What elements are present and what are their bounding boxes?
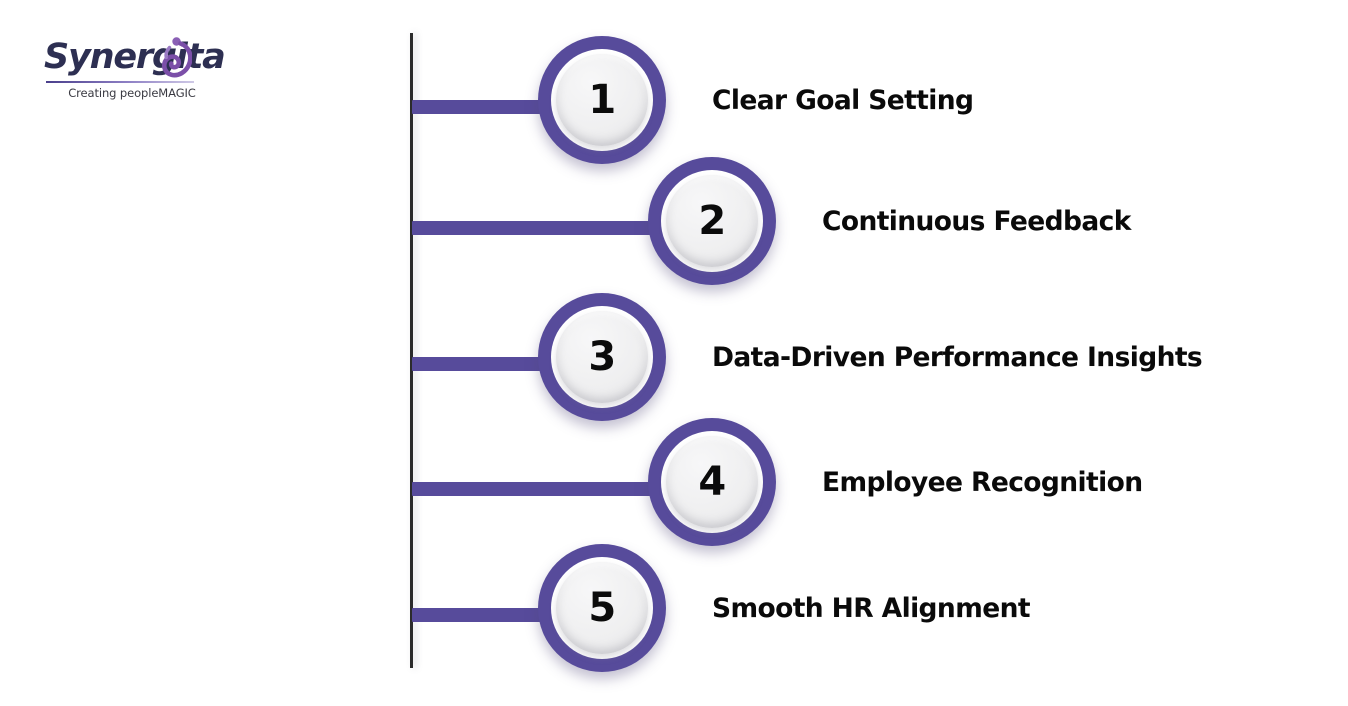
- step-number-text: 5: [588, 585, 616, 631]
- step-number-badge[interactable]: 5: [538, 544, 666, 672]
- brand-wordmark: Synergita: [44, 37, 226, 77]
- step-label: Employee Recognition: [822, 466, 1143, 498]
- timeline-step: 5 Smooth HR Alignment: [0, 540, 1348, 690]
- timeline-step: 1 Clear Goal Setting: [0, 32, 1348, 182]
- brand-logo: Synergita Creating peopleMAGIC: [44, 36, 226, 102]
- step-number-badge[interactable]: 2: [648, 157, 776, 285]
- timeline-step: 3 Data-Driven Performance Insights: [0, 289, 1348, 439]
- step-connector-bar: [412, 357, 546, 371]
- step-badge-inner-disc: 3: [556, 311, 648, 403]
- step-badge-ring-gap: 2: [661, 170, 763, 272]
- step-connector-bar: [412, 100, 546, 114]
- step-number-text: 4: [698, 459, 726, 505]
- timeline-vertical-axis: [410, 33, 413, 668]
- step-badge-ring-gap: 5: [551, 557, 653, 659]
- step-connector-bar: [412, 608, 546, 622]
- step-badge-inner-disc: 2: [666, 175, 758, 267]
- step-label: Data-Driven Performance Insights: [712, 341, 1203, 373]
- brand-divider: [46, 81, 194, 83]
- step-number-badge[interactable]: 3: [538, 293, 666, 421]
- step-badge-inner-disc: 4: [666, 436, 758, 528]
- step-label: Clear Goal Setting: [712, 84, 974, 116]
- step-connector-bar: [412, 482, 656, 496]
- brand-tagline: Creating peopleMAGIC: [68, 86, 196, 100]
- step-badge-ring-gap: 1: [551, 49, 653, 151]
- step-label: Continuous Feedback: [822, 205, 1131, 237]
- step-connector-bar: [412, 221, 656, 235]
- step-label: Smooth HR Alignment: [712, 592, 1031, 624]
- step-number-text: 1: [588, 77, 616, 123]
- spiral-droplet-icon: [161, 37, 192, 78]
- step-badge-inner-disc: 1: [556, 54, 648, 146]
- step-number-badge[interactable]: 1: [538, 36, 666, 164]
- timeline-step: 4 Employee Recognition: [0, 414, 1348, 564]
- step-badge-inner-disc: 5: [556, 562, 648, 654]
- step-badge-ring-gap: 4: [661, 431, 763, 533]
- step-badge-ring-gap: 3: [551, 306, 653, 408]
- timeline-step: 2 Continuous Feedback: [0, 153, 1348, 303]
- step-number-badge[interactable]: 4: [648, 418, 776, 546]
- step-number-text: 3: [588, 334, 616, 380]
- step-number-text: 2: [698, 198, 726, 244]
